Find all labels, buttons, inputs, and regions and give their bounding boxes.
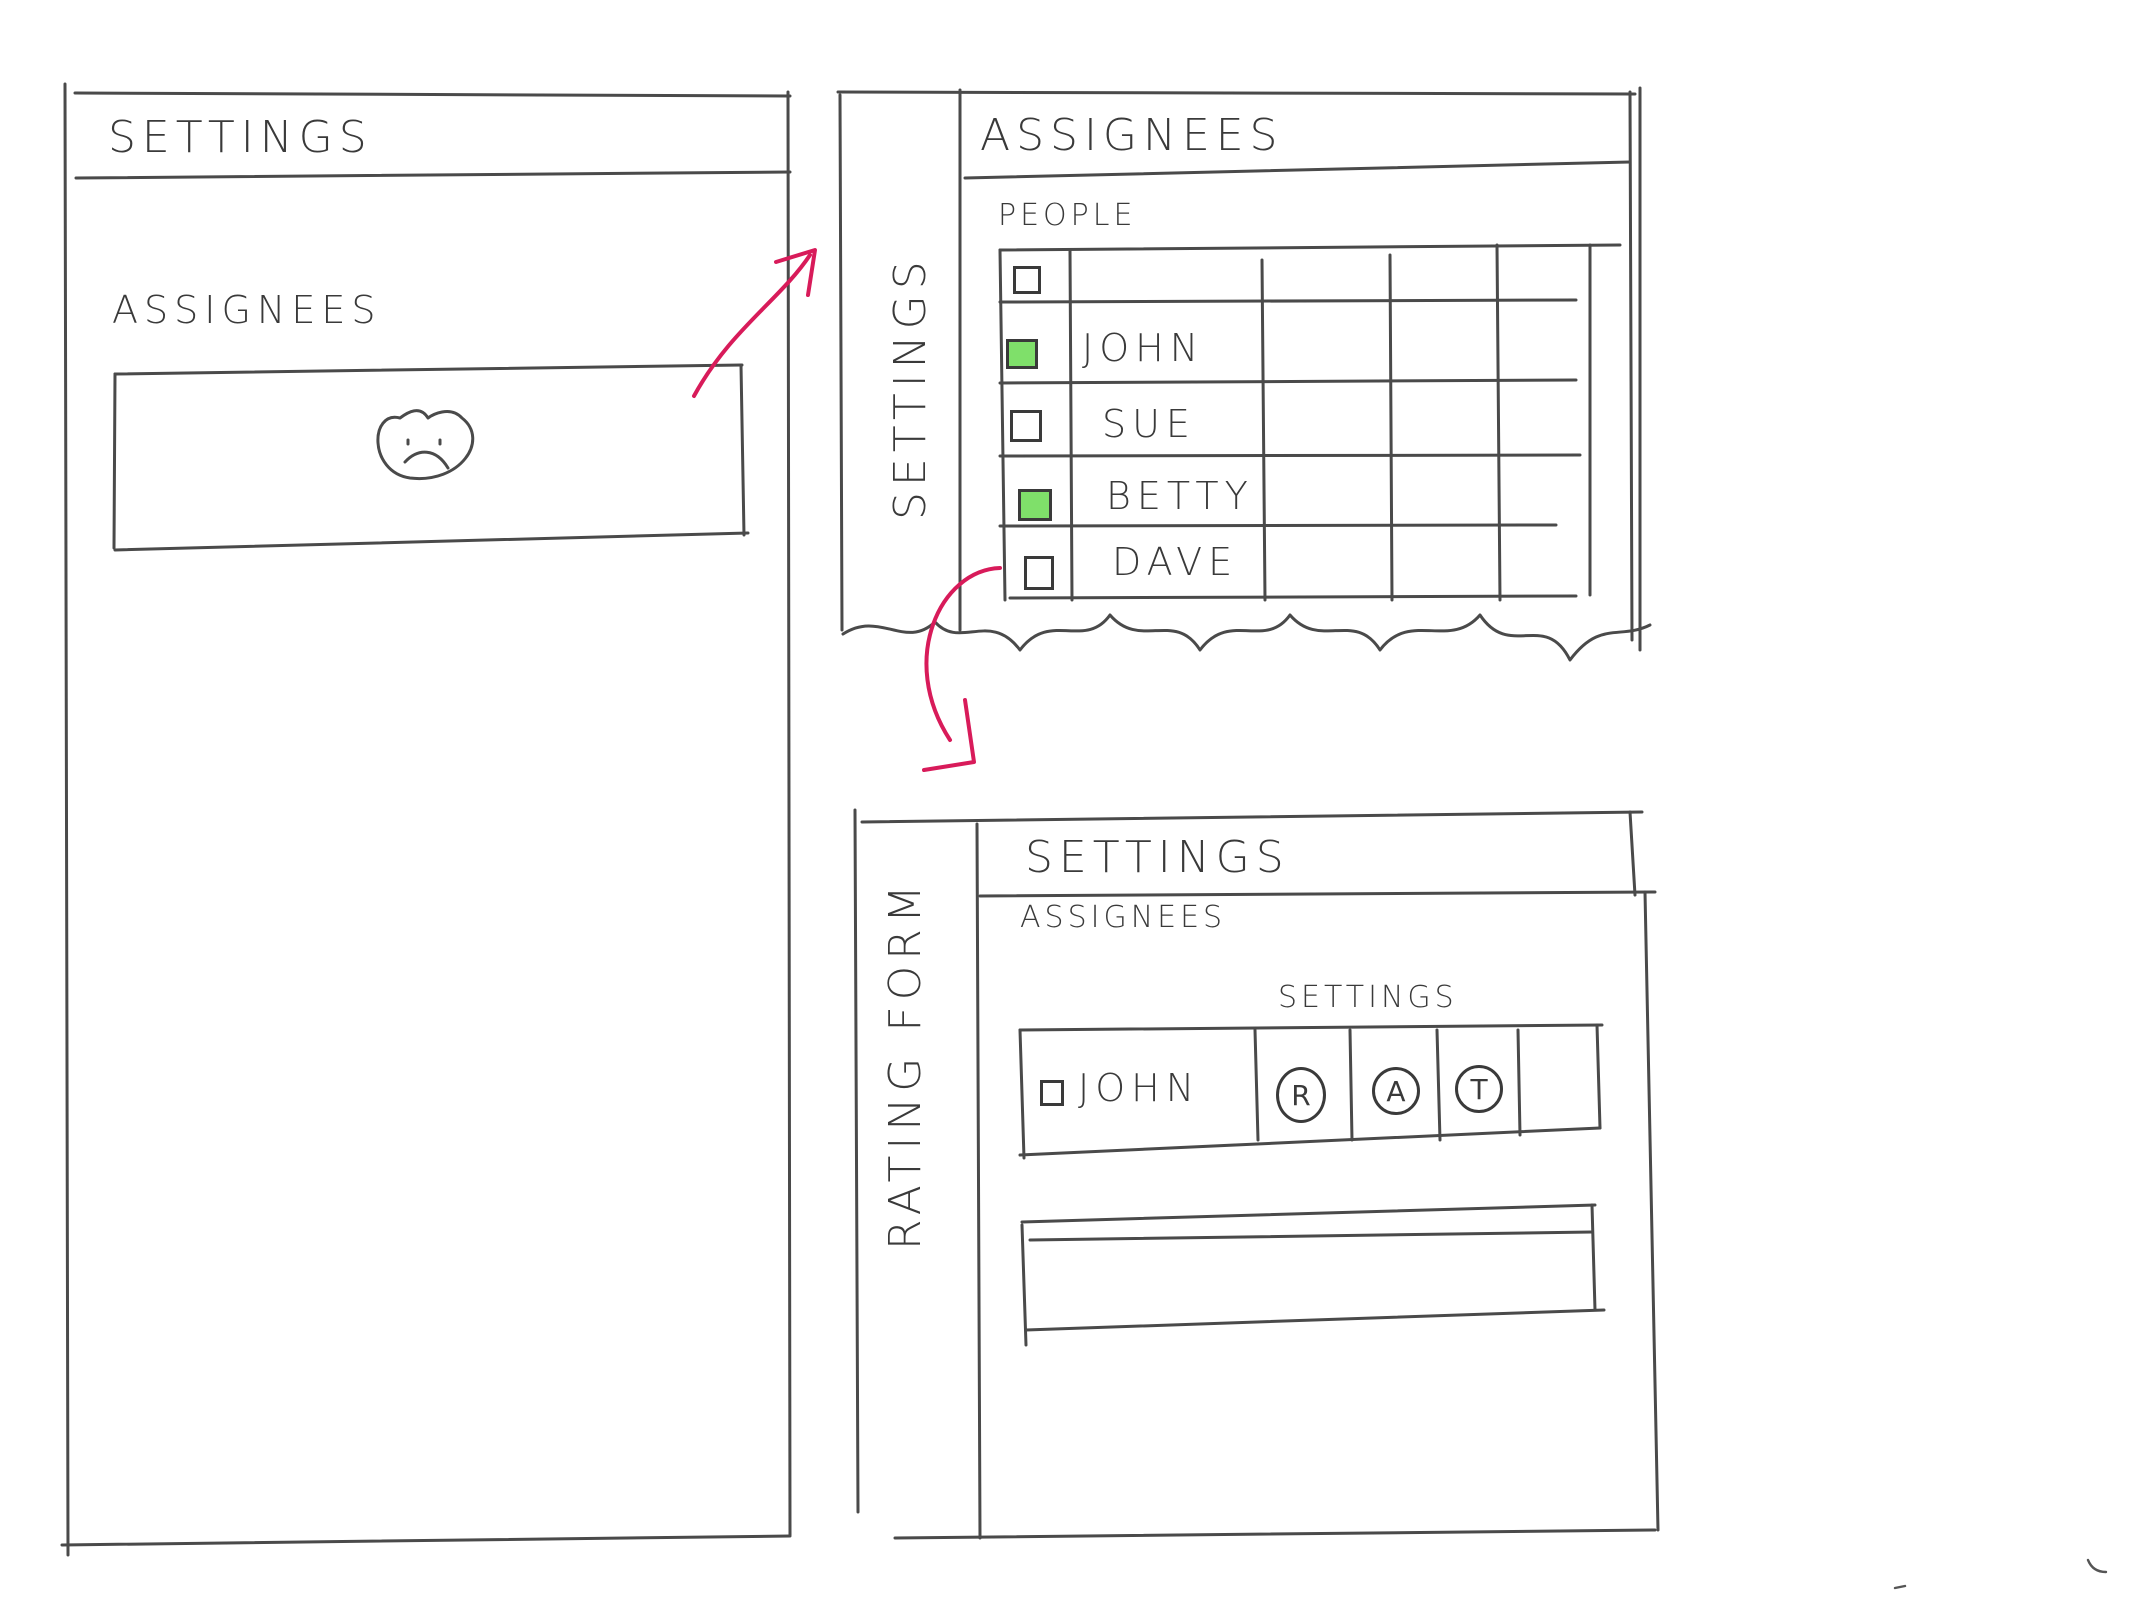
flow-arrow-2 bbox=[922, 566, 1002, 772]
person-checkbox[interactable] bbox=[1018, 489, 1052, 521]
person-checkbox[interactable] bbox=[1024, 556, 1054, 590]
people-grid bbox=[998, 243, 1622, 602]
person-name: JOHN bbox=[1082, 326, 1205, 370]
panel3-text-box bbox=[1020, 1203, 1606, 1347]
panel2-sidebar-label[interactable]: SETTINGS bbox=[885, 255, 936, 520]
assignee-checkbox[interactable] bbox=[1040, 1080, 1064, 1106]
panel2-section-label: PEOPLE bbox=[998, 198, 1137, 233]
panel2-frame bbox=[836, 86, 1652, 662]
panel3-frame bbox=[853, 808, 1660, 1540]
panel2-title: ASSIGNEES bbox=[980, 110, 1284, 161]
person-name: SUE bbox=[1102, 402, 1196, 446]
sad-face-icon bbox=[376, 409, 475, 480]
toggle-t-button[interactable]: T bbox=[1455, 1065, 1503, 1113]
toggle-a-button[interactable]: A bbox=[1372, 1067, 1420, 1115]
panel1-section-label: ASSIGNEES bbox=[112, 288, 382, 332]
toggle-r-button[interactable]: R bbox=[1276, 1067, 1326, 1123]
panel1-empty-box bbox=[112, 363, 750, 552]
panel3-sidebar-label[interactable]: RATING FORM bbox=[880, 879, 931, 1250]
person-checkbox[interactable] bbox=[1010, 410, 1042, 442]
stray-mark bbox=[1893, 1584, 1907, 1590]
panel1-title: SETTINGS bbox=[108, 112, 373, 163]
panel3-section-label: ASSIGNEES bbox=[1020, 900, 1227, 935]
panel3-settings-label: SETTINGS bbox=[1278, 980, 1458, 1015]
person-checkbox[interactable] bbox=[1006, 339, 1038, 369]
person-name: DAVE bbox=[1112, 540, 1239, 584]
flow-arrow-1 bbox=[692, 248, 817, 398]
assignee-name: JOHN bbox=[1078, 1066, 1201, 1110]
person-checkbox[interactable] bbox=[1013, 266, 1041, 294]
panel3-title: SETTINGS bbox=[1025, 832, 1290, 883]
assignee-row-frame bbox=[1018, 1023, 1604, 1160]
person-name: BETTY bbox=[1106, 474, 1254, 518]
stray-mark bbox=[2086, 1558, 2108, 1574]
panel1-frame bbox=[60, 82, 792, 1557]
